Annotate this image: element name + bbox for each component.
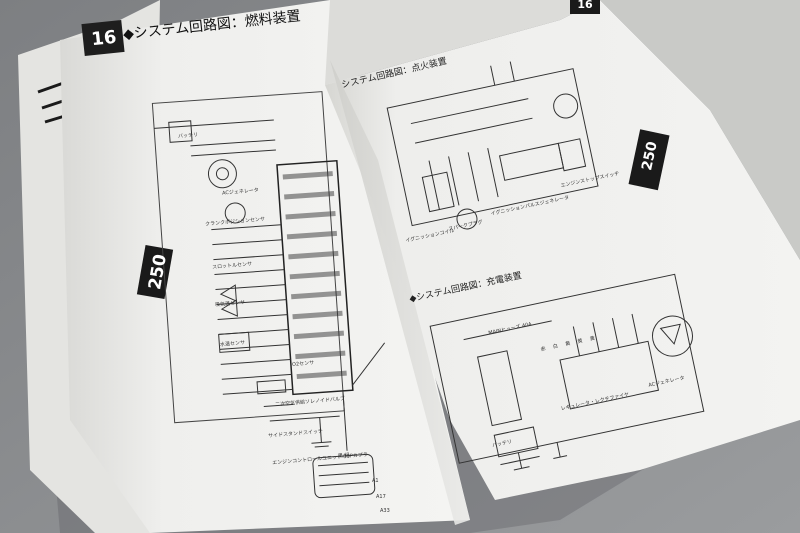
left-page-header	[81, 19, 125, 57]
pin-b-label: A17	[376, 494, 386, 500]
right-edge-tab	[628, 129, 670, 191]
right-page	[325, 0, 800, 500]
right-top-tab	[570, 0, 600, 14]
ecu-pin-blocks	[282, 171, 347, 380]
ignition-schematic	[386, 61, 599, 230]
pin-c-label: A33	[380, 508, 390, 514]
pin-a-label: A1	[372, 478, 379, 484]
charging-schematic	[429, 273, 705, 471]
right-top-tab-text: 16	[577, 0, 593, 11]
fuel-system-schematic	[151, 91, 386, 499]
section-number-box	[81, 19, 125, 57]
section-number: 16	[90, 26, 118, 51]
